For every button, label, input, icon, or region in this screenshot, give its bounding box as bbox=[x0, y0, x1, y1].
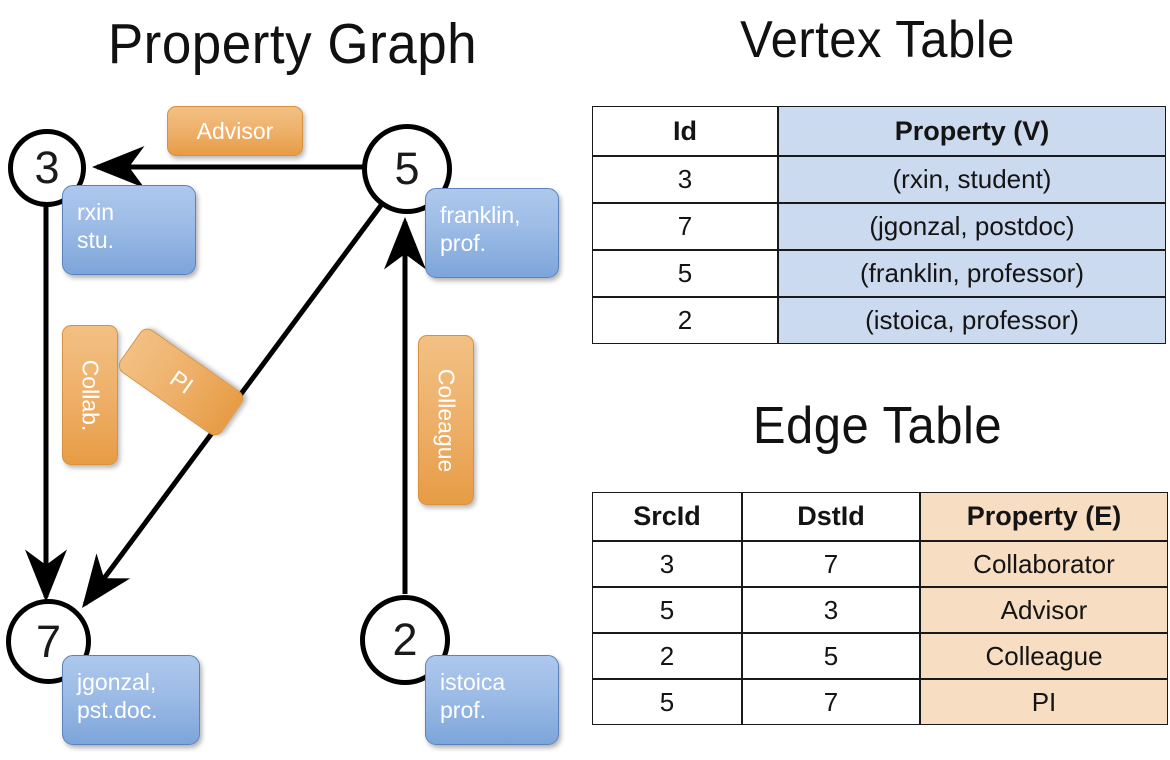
vertex-row-3-id: 2 bbox=[592, 297, 778, 344]
node-5-property-box: franklin, prof. bbox=[425, 188, 559, 278]
edge-row-3-dstid: 7 bbox=[742, 679, 920, 725]
edge-table-header-srcid: SrcId bbox=[592, 492, 742, 541]
edge-row-1-property: Advisor bbox=[920, 587, 1168, 633]
vertex-row-1-id: 7 bbox=[592, 203, 778, 250]
vertex-row-2-id: 5 bbox=[592, 250, 778, 297]
graph-node-5[interactable]: 5 bbox=[362, 124, 452, 214]
table-row: 5 (franklin, professor) bbox=[592, 250, 1166, 297]
table-row: 2 (istoica, professor) bbox=[592, 297, 1166, 344]
table-row: 7 (jgonzal, postdoc) bbox=[592, 203, 1166, 250]
node-5-property-line-2: prof. bbox=[440, 230, 487, 257]
edge-table: SrcId DstId Property (E) 3 7 Collaborato… bbox=[592, 492, 1168, 725]
edge-label-colleague-text: Colleague bbox=[433, 368, 460, 472]
graph-node-7-label: 7 bbox=[35, 615, 62, 667]
table-row: 5 3 Advisor bbox=[592, 587, 1168, 633]
node-2-property-line-1: istoica bbox=[440, 669, 506, 695]
edge-row-1-dstid: 3 bbox=[742, 587, 920, 633]
table-row: 3 7 Collaborator bbox=[592, 541, 1168, 587]
vertex-table-header-id: Id bbox=[592, 106, 778, 156]
table-row: 5 7 PI bbox=[592, 679, 1168, 725]
graph-node-3-label: 3 bbox=[34, 142, 60, 193]
edge-label-collab-text: Collab. bbox=[77, 359, 104, 431]
table-row: 3 (rxin, student) bbox=[592, 156, 1166, 203]
node-3-property-box: rxin stu. bbox=[62, 185, 196, 275]
edge-table-header-dstid: DstId bbox=[742, 492, 920, 541]
edge-row-3-property: PI bbox=[920, 679, 1168, 725]
edge-label-colleague: Colleague bbox=[418, 335, 474, 505]
graph-node-5-label: 5 bbox=[394, 143, 420, 194]
node-2-property-line-2: prof. bbox=[440, 697, 487, 724]
node-2-property-box: istoica prof. bbox=[425, 655, 559, 745]
node-5-property-line-1: franklin, bbox=[440, 202, 521, 228]
vertex-row-1-property: (jgonzal, postdoc) bbox=[778, 203, 1166, 250]
edge-row-2-property: Colleague bbox=[920, 633, 1168, 679]
vertex-table: Id Property (V) 3 (rxin, student) 7 (jgo… bbox=[592, 106, 1166, 344]
edge-table-header-row: SrcId DstId Property (E) bbox=[592, 492, 1168, 541]
edge-row-0-srcid: 3 bbox=[592, 541, 742, 587]
edge-label-collab: Collab. bbox=[62, 325, 118, 465]
edge-row-0-dstid: 7 bbox=[742, 541, 920, 587]
graph-node-2[interactable]: 2 bbox=[360, 595, 450, 685]
edge-label-advisor: Advisor bbox=[167, 106, 303, 156]
node-7-property-box: jgonzal, pst.doc. bbox=[62, 655, 200, 745]
table-row: 2 5 Colleague bbox=[592, 633, 1168, 679]
edge-label-advisor-text: Advisor bbox=[196, 117, 274, 144]
vertex-row-0-property: (rxin, student) bbox=[778, 156, 1166, 203]
edge-row-2-dstid: 5 bbox=[742, 633, 920, 679]
node-3-property-line-2: stu. bbox=[77, 227, 115, 254]
edge-row-1-srcid: 5 bbox=[592, 587, 742, 633]
vertex-table-header-row: Id Property (V) bbox=[592, 106, 1166, 156]
page-title-edge-table: Edge Table bbox=[752, 397, 1003, 455]
vertex-row-3-property: (istoica, professor) bbox=[778, 297, 1166, 344]
edge-row-2-srcid: 2 bbox=[592, 633, 742, 679]
edge-row-3-srcid: 5 bbox=[592, 679, 742, 725]
node-7-property-line-1: jgonzal, bbox=[77, 669, 157, 695]
page-title-property-graph: Property Graph bbox=[107, 13, 478, 76]
edge-label-pi-text: PI bbox=[164, 364, 198, 399]
edge-table-header-property: Property (E) bbox=[920, 492, 1168, 541]
vertex-row-2-property: (franklin, professor) bbox=[778, 250, 1166, 297]
page-title-vertex-table: Vertex Table bbox=[740, 11, 1015, 69]
edge-row-0-property: Collaborator bbox=[920, 541, 1168, 587]
vertex-row-0-id: 3 bbox=[592, 156, 778, 203]
vertex-table-header-property: Property (V) bbox=[778, 106, 1166, 156]
node-3-property-line-1: rxin bbox=[77, 199, 115, 225]
node-7-property-line-2: pst.doc. bbox=[77, 697, 158, 724]
graph-node-2-label: 2 bbox=[392, 614, 418, 665]
